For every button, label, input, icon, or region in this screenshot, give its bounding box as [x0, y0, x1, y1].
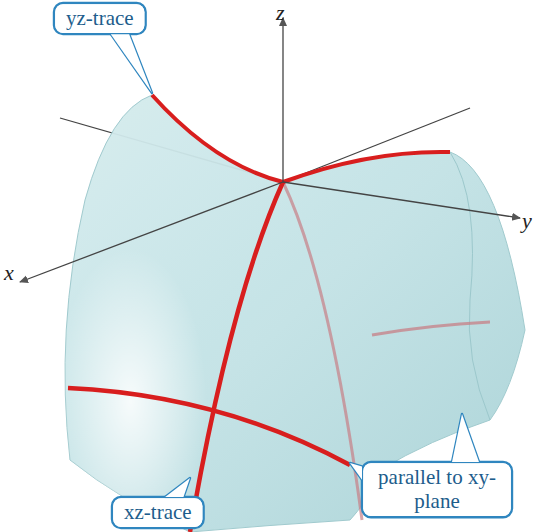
axis-label: x [4, 262, 14, 284]
back-level-trace [372, 322, 490, 335]
callout-box: xz-trace [112, 497, 204, 528]
level-trace-curve [68, 388, 350, 465]
callout-pointer-fill [350, 463, 362, 480]
callout-text: parallel to xy-plane [378, 465, 496, 513]
callout-text: yz-trace [66, 6, 134, 30]
callout-fill [363, 463, 511, 516]
callout-fill [113, 498, 202, 527]
x-axis [20, 182, 283, 282]
z-axis [282, 18, 283, 182]
callout-box: parallel to xy-plane [362, 462, 512, 517]
callout-outline [112, 497, 204, 528]
callout-outline [362, 462, 512, 517]
callout-fill [55, 4, 144, 33]
callout-pointer [111, 34, 152, 93]
back-xz-trace [283, 182, 362, 520]
yz-trace-curve [152, 95, 450, 182]
axis-label: y [522, 210, 532, 232]
callout-box: yz-trace [54, 3, 146, 34]
xz-trace-curve [190, 182, 283, 532]
saddle-surface [65, 95, 525, 532]
callout-pointer-fill [111, 34, 152, 93]
y-axis [283, 182, 520, 218]
surface-highlight [65, 95, 283, 532]
callout-pointer [350, 463, 362, 480]
callout-pointer-fill [165, 478, 190, 497]
callout-pointer [165, 478, 190, 497]
surface-fold [450, 152, 490, 420]
callout-pointer [452, 414, 479, 462]
callout-outline [54, 3, 146, 34]
axis-label: z [276, 2, 285, 24]
callout-text: xz-trace [124, 500, 192, 524]
callout-pointer-fill [452, 414, 479, 462]
